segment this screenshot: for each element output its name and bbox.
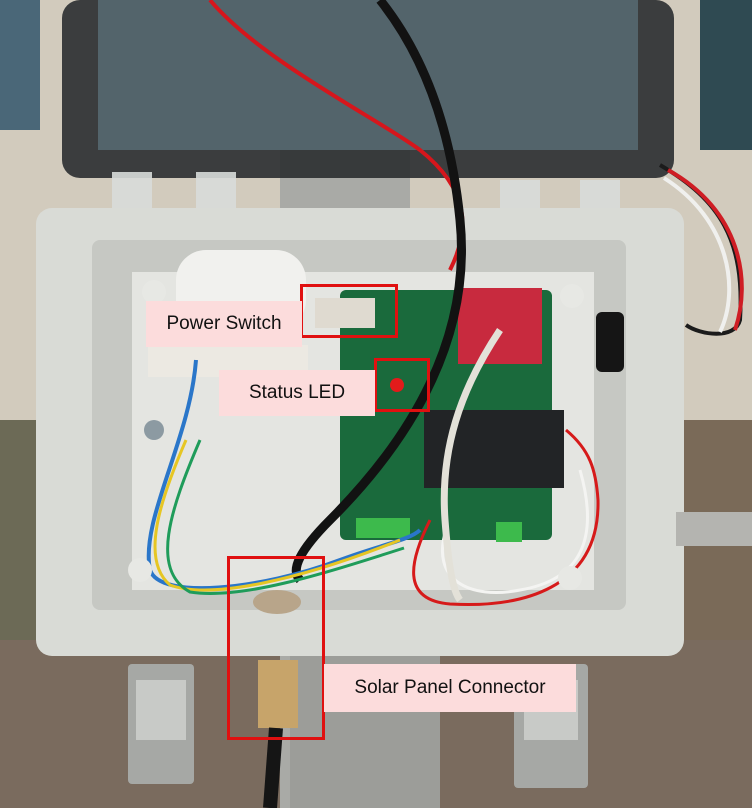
screw-mid-left [144,420,164,440]
latch-left-plate [136,680,186,740]
terminal-block-2 [496,522,522,542]
status-led-bulb [390,378,404,392]
status-led-highlight [374,358,430,412]
wire-green [166,439,405,596]
sensor-module [458,288,542,364]
power-switch-highlight [300,284,398,338]
wire-yellow [153,439,401,592]
power-switch-label: Power Switch [146,301,302,347]
solar-connector-nut [253,590,301,614]
wire-red-loop [412,428,600,606]
lid-hinge-left [112,172,152,210]
wire-white-right [662,176,732,333]
solar-panel-connector-label: Solar Panel Connector [324,664,576,712]
screw-bottom-left [128,558,152,582]
wire-black-main [291,0,466,584]
solar-connector-body [258,660,298,728]
status-led-label: Status LED [219,370,375,416]
wire-red-right [667,168,744,331]
screw-bottom-right [558,566,582,590]
solar-cable [263,727,283,808]
screw-top-left [142,280,166,304]
hose-clamp [676,512,752,546]
window-right [700,0,752,150]
wire-white-loop [440,469,589,594]
wire-braided [440,328,503,603]
lid-hinge-left-2 [196,172,236,210]
screw-top-right [560,284,584,308]
lid-glass [98,0,638,150]
window-left [0,0,40,130]
power-switch-body [315,298,375,328]
terminal-block [356,518,410,538]
solar-connector-highlight [227,556,325,740]
cable-gland [596,312,624,372]
